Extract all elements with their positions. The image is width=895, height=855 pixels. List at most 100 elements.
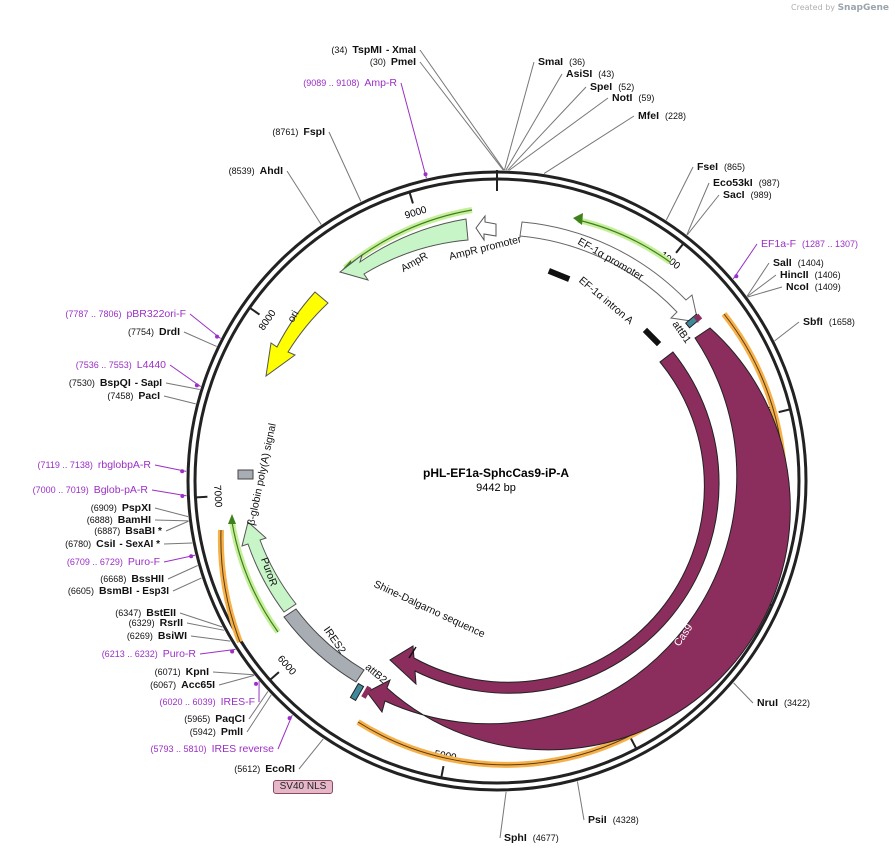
site-label: (5965)PaqCI [184, 713, 245, 725]
primer-mark [287, 716, 292, 721]
primer-mark [189, 554, 194, 559]
site-label: (6071)KpnI [155, 666, 209, 678]
site-label: (30)PmeI [370, 56, 416, 68]
site-label: Eco53kI(987) [713, 177, 780, 189]
site-leader [199, 648, 236, 655]
primer-mark [180, 493, 185, 498]
attb2-mark-2 [361, 685, 372, 699]
ires2-block [283, 608, 365, 683]
site-label: (6213 .. 6232)Puro-R [102, 648, 197, 660]
site-leader [246, 694, 272, 733]
tick-mark [440, 765, 445, 778]
site-label: HincII(1406) [780, 269, 841, 281]
site-label: NruI(3422) [757, 697, 810, 709]
site-leader [154, 519, 189, 522]
primer-mark [194, 383, 199, 388]
tick-label: 8000 [257, 308, 279, 333]
ef1a-promoter-arrow [519, 221, 699, 323]
site-label: (6067)Acc65I [150, 679, 215, 691]
site-label: (5612)EcoRI [234, 763, 295, 775]
primer-mark [230, 649, 235, 654]
site-label: NotI(59) [612, 92, 654, 104]
site-leader [165, 520, 189, 532]
site-label: (6888)BamHI [87, 514, 151, 526]
site-label: (6329)RsrII [129, 617, 183, 629]
attb2-mark [349, 682, 365, 702]
site-label: (6780)CsiI- SexAI * [65, 538, 160, 550]
site-label: (5793 .. 5810)IRES reverse [151, 743, 275, 755]
site-label: SacI(989) [723, 189, 772, 201]
site-label: (7754)DrdI [128, 326, 180, 338]
created-by-text: Created by [791, 3, 836, 12]
site-leader [733, 682, 754, 704]
site-leader [277, 714, 293, 750]
site-label: (8761)FspI [272, 126, 325, 138]
plasmid-name: pHL-EF1a-SphcCas9-iP-A [423, 466, 569, 480]
cas9-outer-arrow [366, 327, 791, 751]
tick-mark [249, 307, 261, 316]
site-label: (6668)BssHII [100, 573, 164, 585]
tick-mark [408, 192, 414, 204]
site-label: (6709 .. 6729)Puro-F [67, 556, 160, 568]
green-arc-left-core [231, 521, 279, 633]
site-leader [499, 791, 507, 839]
primer-mark [254, 681, 259, 686]
site-leader [218, 674, 255, 686]
primer-mark [215, 334, 220, 339]
attb1-mark-2 [693, 313, 703, 323]
site-leader [189, 313, 221, 339]
green-arrowhead-left [228, 514, 236, 524]
site-label: SpeI(52) [590, 81, 634, 93]
primer-mark [734, 274, 739, 279]
site-leader [732, 243, 758, 280]
site-label: (6020 .. 6039)IRES-F [160, 696, 255, 708]
green-arc-top-core [577, 219, 671, 263]
site-leader [505, 73, 563, 171]
site-leader [419, 61, 504, 171]
site-label: (7119 .. 7138)rbglobpA-R [38, 459, 152, 471]
site-leader [163, 542, 193, 545]
plasmid-length: 9442 bp [476, 482, 516, 494]
primer-mark [180, 469, 185, 474]
intron-a-end-mark [642, 327, 662, 347]
feature-label: ori [285, 308, 301, 324]
site-leader [165, 382, 200, 391]
site-label: NcoI(1409) [786, 281, 841, 293]
feature-label: Shine-Dalgarno sequence [372, 578, 487, 640]
shine-dalgarno-mark [408, 646, 417, 659]
site-label: (6605)BsmBI- Esp3I [68, 585, 169, 597]
site-label: (6269)BsiWI [127, 630, 187, 642]
puror-arrow [241, 521, 297, 613]
sv40-nls-label: SV40 NLS [273, 780, 333, 794]
site-leader [172, 577, 202, 592]
site-leader [686, 194, 720, 236]
site-leader [169, 364, 201, 387]
site-leader [190, 635, 231, 642]
site-label: FseI(865) [697, 161, 745, 173]
site-label: (5942)PmlI [190, 726, 243, 738]
site-label: SphI(4677) [504, 832, 559, 844]
site-leader [286, 170, 322, 225]
snapgene-logo-text: SnapGene [837, 3, 889, 13]
cas9-inner-arrow [389, 351, 720, 694]
site-leader [183, 331, 217, 347]
site-leader-lines [151, 49, 800, 839]
site-leader [212, 671, 254, 676]
site-label: (7530)BspQI- SapI [69, 377, 162, 389]
tick-mark [778, 408, 790, 414]
site-leader [400, 82, 427, 179]
ori-arrow [265, 291, 329, 378]
site-label: (34)TspMI- XmaI [331, 44, 416, 56]
site-leader [248, 691, 269, 720]
intron-a-start-mark [547, 268, 571, 282]
ampr-promoter-arrow [475, 214, 497, 242]
green-arrowhead-top [573, 213, 583, 225]
site-leader [543, 115, 635, 174]
site-leader [747, 274, 777, 297]
tick-mark [675, 243, 684, 254]
site-label: (7000 .. 7019)Bglob-pA-R [33, 484, 149, 496]
tick-mark [269, 671, 280, 681]
site-leader [686, 182, 710, 235]
